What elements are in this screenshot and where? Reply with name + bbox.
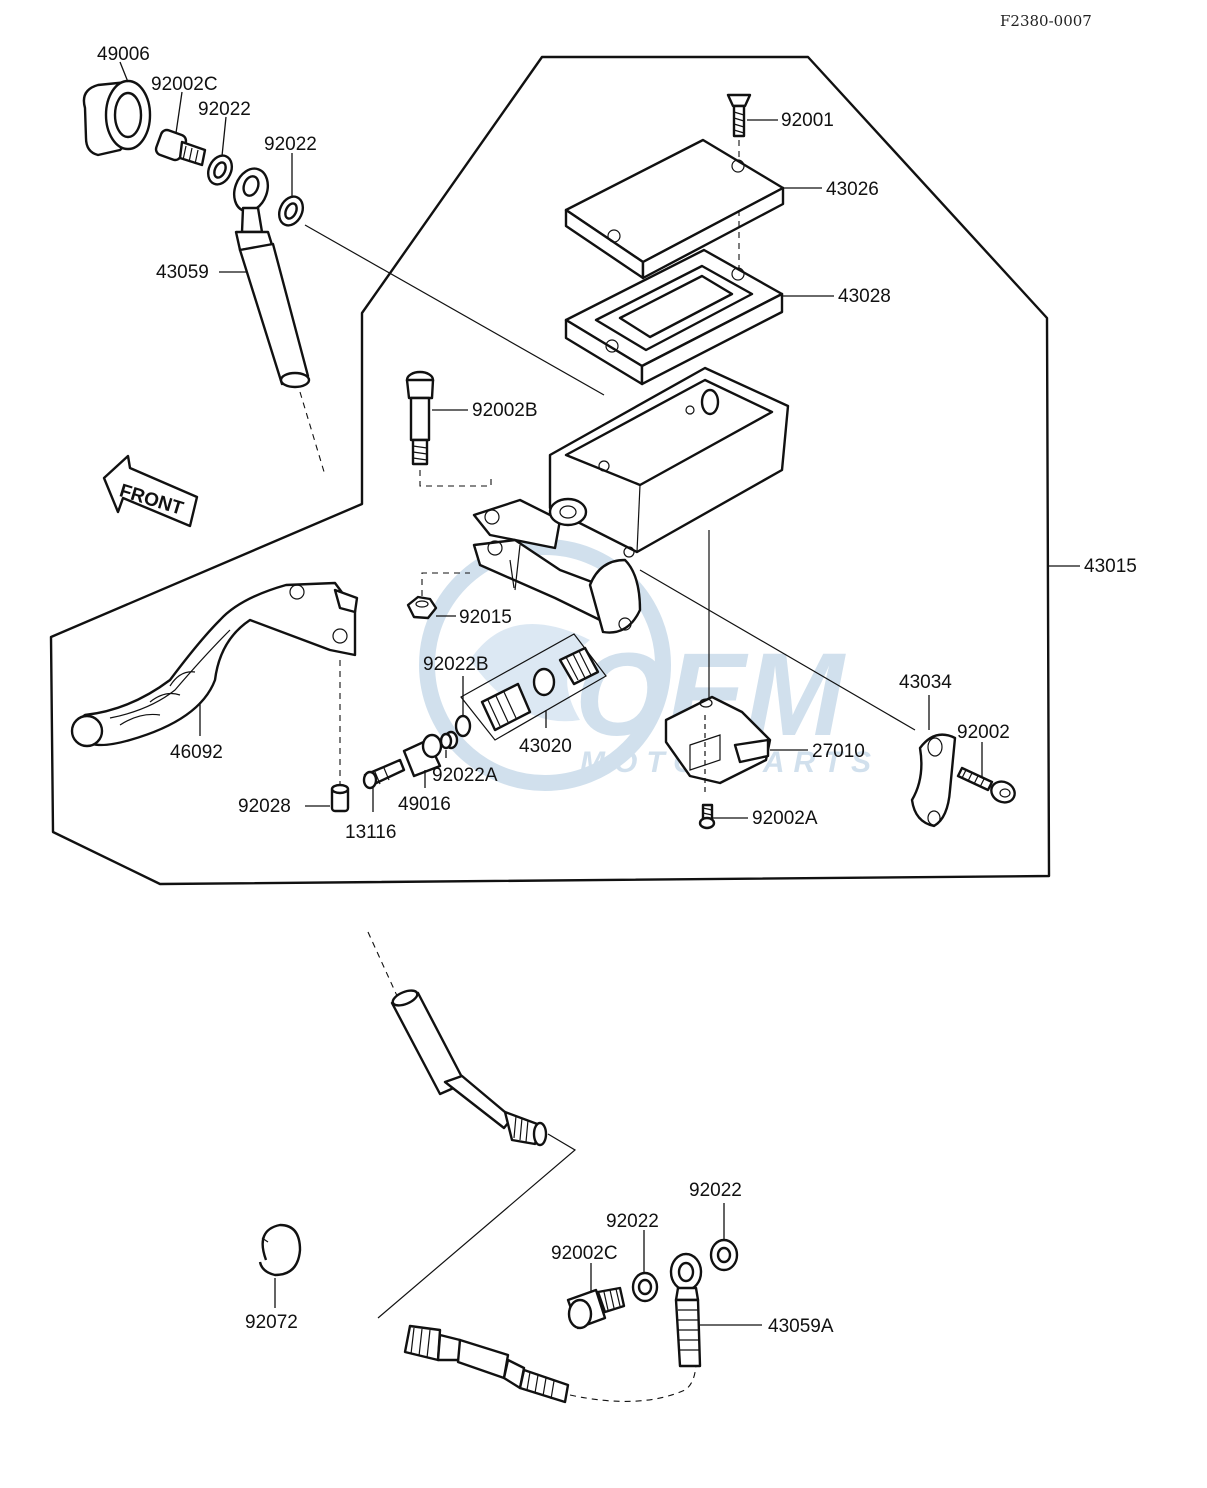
label-43034: 43034 [899, 672, 952, 693]
label-92022-d: 92022 [689, 1180, 742, 1201]
pushrod-49016 [402, 733, 443, 778]
label-43026: 43026 [826, 179, 879, 200]
front-arrow: FRONT [102, 454, 199, 528]
clutch-switch-27010 [664, 530, 772, 795]
washer-92022-c [631, 1271, 659, 1303]
piston-kit-43020 [443, 633, 607, 750]
label-43015: 43015 [1084, 556, 1137, 577]
banjo-bolt-92002C-bottom [566, 1286, 626, 1330]
boot-49006 [82, 79, 152, 157]
diaphragm-43028 [564, 248, 784, 386]
label-46092: 46092 [170, 742, 223, 763]
label-92022-c: 92022 [606, 1211, 659, 1232]
label-92001: 92001 [781, 110, 834, 131]
leader-lines [119, 61, 1080, 1326]
label-43028: 43028 [838, 286, 891, 307]
screw-92002A [698, 803, 716, 830]
label-92022A: 92022A [432, 765, 498, 786]
clip-92072 [258, 1223, 302, 1277]
label-49006: 49006 [97, 44, 150, 65]
reservoir-cap-43026 [564, 138, 785, 280]
pushrod-13116 [362, 758, 406, 790]
washer-92022-b [277, 195, 305, 227]
label-92002C-bottom: 92002C [551, 1243, 618, 1264]
nut-92015 [406, 572, 470, 620]
label-92022-b: 92022 [264, 134, 317, 155]
label-92002C-top: 92002C [151, 74, 218, 95]
banjo-bolt-92002C-top [154, 128, 207, 167]
pin-92028 [330, 660, 350, 813]
bolt-92002 [956, 766, 1016, 804]
hose-43059 [232, 167, 326, 476]
label-92002B: 92002B [472, 400, 538, 421]
label-27010: 27010 [812, 741, 865, 762]
label-43020: 43020 [519, 736, 572, 757]
label-92015: 92015 [459, 607, 512, 628]
lever-46092 [70, 581, 359, 748]
label-92072: 92072 [245, 1312, 298, 1333]
clamp-43034 [639, 569, 957, 828]
hose-lower [367, 931, 697, 1404]
label-92022B: 92022B [423, 654, 489, 675]
label-49016: 49016 [398, 794, 451, 815]
label-13116: 13116 [345, 822, 396, 843]
pivot-bolt-92002B [405, 370, 492, 487]
label-92002A: 92002A [752, 808, 818, 829]
label-92028: 92028 [238, 796, 291, 817]
assembly-outline [49, 55, 1051, 886]
label-43059: 43059 [156, 262, 209, 283]
diagram-reference-code: F2380-0007 [1000, 12, 1092, 30]
hose-fitting-43059A [669, 1252, 703, 1368]
washer-92022-a [206, 154, 234, 186]
master-cylinder-body [472, 366, 790, 634]
label-92002: 92002 [957, 722, 1010, 743]
screw-92001 [726, 93, 752, 160]
label-92022-a: 92022 [198, 99, 251, 120]
label-43059A: 43059A [768, 1316, 834, 1337]
washer-92022-d [709, 1238, 739, 1272]
washer-92022A [439, 732, 453, 750]
